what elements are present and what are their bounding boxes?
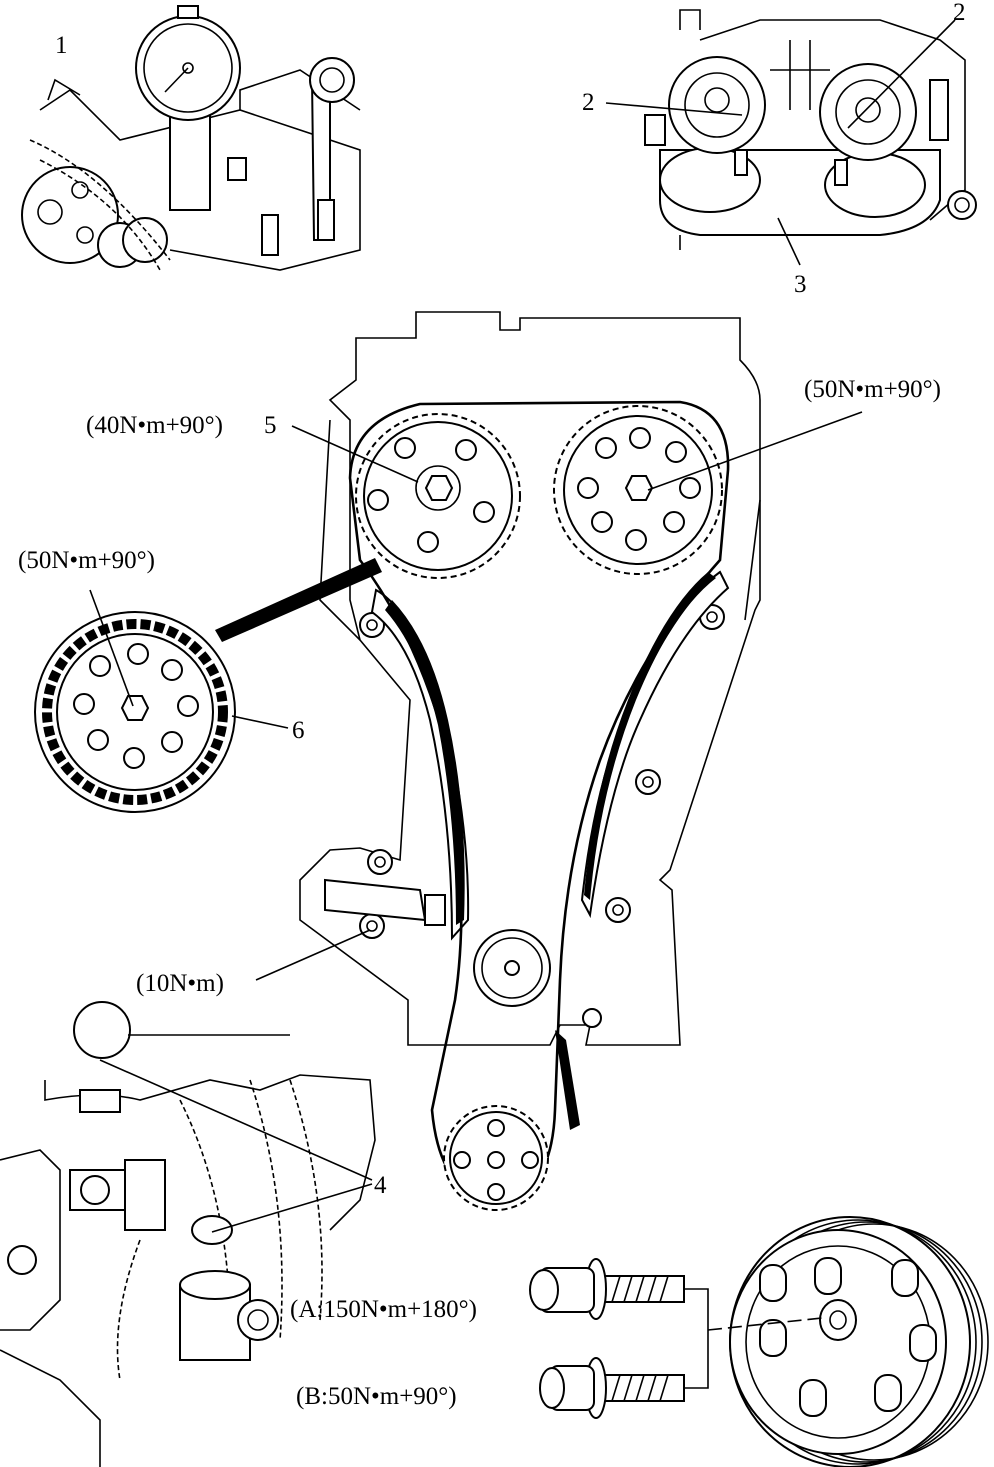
leader-2-left [605, 102, 743, 116]
crankshaft-sprocket [443, 1105, 549, 1211]
sprocket-detail-view [34, 558, 382, 813]
callout-4: 4 [374, 1172, 387, 1199]
bolt-a [529, 1258, 685, 1320]
callout-2-right: 2 [953, 0, 966, 26]
leader-3 [777, 217, 801, 266]
bolt-bracket [684, 1288, 709, 1389]
torque-bolt-a: (A:150N•m+180°) [290, 1296, 477, 1323]
guide-rail-left [385, 600, 465, 925]
crankshaft-pulley [729, 1216, 989, 1467]
callout-3: 3 [794, 271, 807, 298]
exhaust-camshaft-sprocket [553, 405, 723, 575]
dial-gauge-illustration [21, 5, 361, 271]
idler-sprocket [473, 929, 551, 1007]
bolt-b [539, 1357, 685, 1419]
chain-tensioner [324, 878, 446, 926]
timing-chain-links [349, 401, 729, 1201]
leader-detail [89, 589, 134, 707]
leader-4-a [99, 1059, 373, 1181]
leader-5 [291, 425, 419, 483]
intake-camshaft-sprocket [355, 413, 521, 579]
torque-bolt-b: (B:50N•m+90°) [296, 1383, 457, 1410]
torque-detail-sprocket: (50N•m+90°) [18, 547, 155, 574]
torque-tensioner: (10N•m) [136, 970, 224, 997]
callout-6: 6 [292, 717, 305, 744]
locking-pin-illustration [0, 1001, 376, 1467]
leader-tensioner [255, 929, 371, 981]
callout-5: 5 [264, 412, 277, 439]
guide-rail-lower [555, 1030, 580, 1130]
torque-exhaust-camshaft: (50N•m+90°) [804, 376, 941, 403]
torque-intake-camshaft: (40N•m+90°) [86, 412, 223, 439]
camshaft-housing-illustration [644, 9, 977, 250]
callout-1: 1 [55, 32, 68, 59]
leader-2-right [847, 19, 956, 129]
leader-4-b [211, 1183, 373, 1233]
leader-6 [231, 715, 289, 729]
leader-exhaust [647, 411, 863, 491]
callout-2-left: 2 [582, 89, 595, 116]
